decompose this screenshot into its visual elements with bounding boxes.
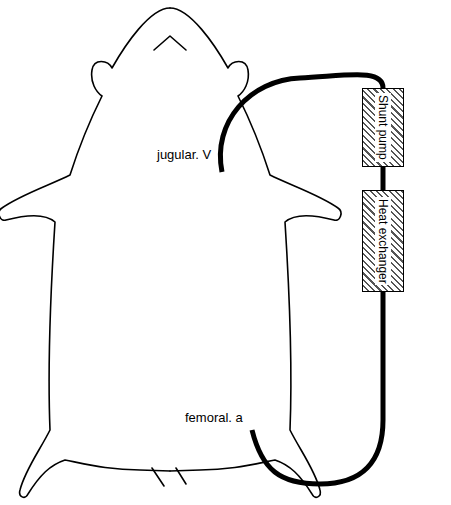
box-label: Shunt pump xyxy=(375,93,391,162)
device-box: Shunt pump xyxy=(362,88,404,167)
vessel-label: jugular. V xyxy=(156,147,212,162)
jugular-tube xyxy=(220,75,383,172)
device-box: Heat exchanger xyxy=(362,190,404,292)
femoral-tube xyxy=(252,292,383,484)
box-label: Heat exchanger xyxy=(375,197,391,286)
tube-connector xyxy=(381,167,386,190)
rat-nose xyxy=(154,36,186,50)
rat-tail xyxy=(152,468,186,486)
vessel-label: femoral. a xyxy=(184,410,244,425)
rat-outline-left xyxy=(0,8,170,497)
rat-outline-right xyxy=(170,8,341,497)
